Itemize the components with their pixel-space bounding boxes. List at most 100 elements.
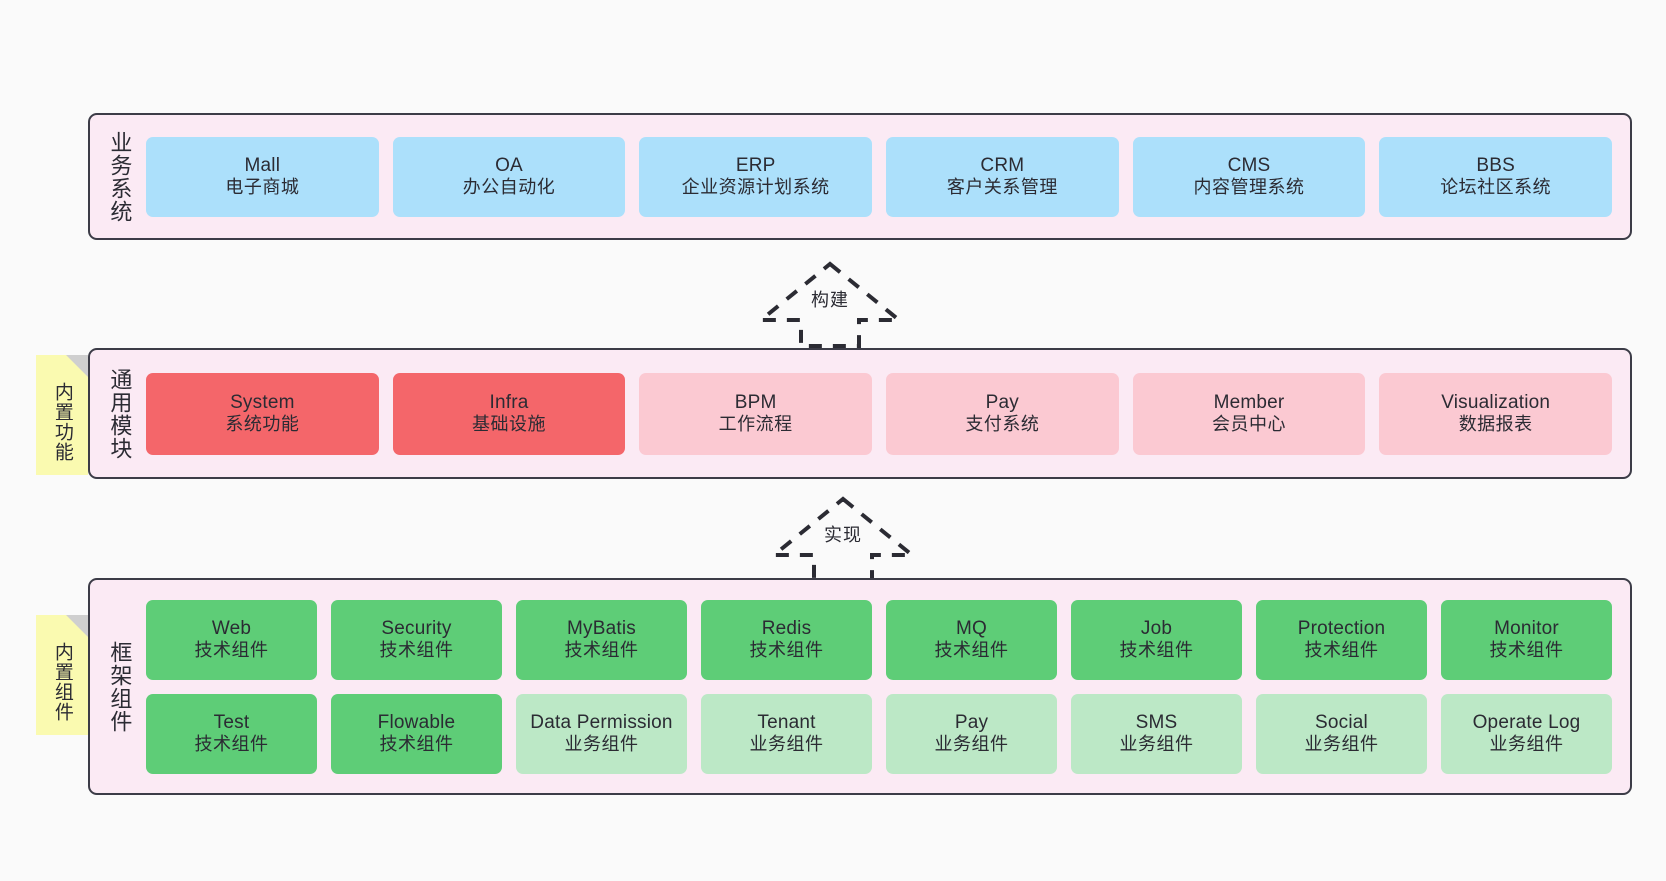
- card-title-cn: 技术组件: [379, 640, 454, 661]
- card-title-en: BPM: [734, 391, 777, 413]
- card-title-cn: 业务组件: [1304, 734, 1379, 755]
- card-operate-log[interactable]: Operate Log 业务组件: [1441, 693, 1612, 774]
- card-row: Test 技术组件 Flowable 技术组件 Data Permission …: [146, 693, 1612, 774]
- note-builtin-components: 内置组件: [36, 615, 88, 735]
- card-title-cn: 业务组件: [1119, 734, 1194, 755]
- card-sms[interactable]: SMS 业务组件: [1071, 693, 1242, 774]
- card-title-cn: 系统功能: [225, 414, 300, 435]
- card-erp[interactable]: ERP 企业资源计划系统: [639, 136, 873, 217]
- card-mall[interactable]: Mall 电子商城: [146, 136, 379, 217]
- card-title-en: Security: [381, 617, 452, 639]
- card-title-cn: 技术组件: [564, 640, 639, 661]
- card-title-en: ERP: [735, 154, 776, 176]
- card-title-cn: 客户关系管理: [946, 177, 1058, 198]
- card-title-cn: 技术组件: [1489, 640, 1564, 661]
- card-title-en: CMS: [1227, 154, 1271, 176]
- card-crm[interactable]: CRM 客户关系管理: [886, 136, 1119, 217]
- card-title-en: Data Permission: [530, 711, 673, 733]
- card-pay-component[interactable]: Pay 业务组件: [886, 693, 1057, 774]
- connector-label-implement: 实现: [824, 525, 862, 545]
- connector-implement: 实现: [768, 493, 918, 583]
- card-title-en: Pay: [954, 711, 989, 733]
- card-web[interactable]: Web 技术组件: [146, 599, 317, 680]
- card-title-cn: 会员中心: [1212, 414, 1287, 435]
- card-title-cn: 工作流程: [718, 414, 793, 435]
- card-data-permission[interactable]: Data Permission 业务组件: [516, 693, 687, 774]
- card-security[interactable]: Security 技术组件: [331, 599, 502, 680]
- note-builtin-features: 内置功能: [36, 355, 88, 475]
- card-test[interactable]: Test 技术组件: [146, 693, 317, 774]
- card-row: Mall 电子商城 OA 办公自动化 ERP 企业资源计划系统 CRM 客户关系…: [146, 136, 1613, 217]
- layer-title-business-systems: 业务系统: [107, 130, 133, 223]
- card-title-en: Monitor: [1494, 617, 1559, 639]
- card-title-en: SMS: [1135, 711, 1178, 733]
- card-redis[interactable]: Redis 技术组件: [701, 599, 872, 680]
- card-title-cn: 业务组件: [1489, 734, 1564, 755]
- card-title-cn: 技术组件: [749, 640, 824, 661]
- card-mybatis[interactable]: MyBatis 技术组件: [516, 599, 687, 680]
- card-title-en: Flowable: [377, 711, 456, 733]
- card-title-en: Test: [213, 711, 250, 733]
- card-protection[interactable]: Protection 技术组件: [1256, 599, 1427, 680]
- card-member[interactable]: Member 会员中心: [1132, 372, 1366, 455]
- card-system[interactable]: System 系统功能: [146, 372, 379, 455]
- card-title-en: MyBatis: [567, 617, 636, 639]
- card-title-cn: 技术组件: [1119, 640, 1194, 661]
- card-title-cn: 技术组件: [379, 734, 454, 755]
- card-title-en: Web: [211, 617, 252, 639]
- card-title-cn: 数据报表: [1458, 414, 1533, 435]
- card-job[interactable]: Job 技术组件: [1071, 599, 1242, 680]
- card-monitor[interactable]: Monitor 技术组件: [1441, 599, 1612, 680]
- layer-framework-components: 框架组件 Web 技术组件 Security 技术组件 MyBatis 技术组件…: [88, 578, 1632, 795]
- card-visualization[interactable]: Visualization 数据报表: [1379, 372, 1613, 455]
- card-title-cn: 技术组件: [934, 640, 1009, 661]
- card-title-cn: 业务组件: [934, 734, 1009, 755]
- note-text: 内置功能: [51, 382, 73, 462]
- card-row: System 系统功能 Infra 基础设施 BPM 工作流程 Pay 支付系统…: [146, 372, 1613, 455]
- note-fold-icon: [66, 355, 88, 377]
- card-title-en: System: [230, 391, 295, 413]
- card-title-cn: 办公自动化: [462, 177, 556, 198]
- card-tenant[interactable]: Tenant 业务组件: [701, 693, 872, 774]
- layer-business-systems: 业务系统 Mall 电子商城 OA 办公自动化 ERP 企业资源计划系统 CRM…: [88, 113, 1632, 240]
- card-cms[interactable]: CMS 内容管理系统: [1132, 136, 1366, 217]
- dashed-arrow-up-icon: [755, 261, 905, 348]
- card-title-en: BBS: [1476, 154, 1515, 176]
- card-title-cn: 企业资源计划系统: [681, 177, 830, 198]
- card-title-cn: 业务组件: [564, 734, 639, 755]
- card-infra[interactable]: Infra 基础设施: [392, 372, 626, 455]
- card-title-en: Operate Log: [1472, 711, 1581, 733]
- card-title-en: Protection: [1297, 617, 1386, 639]
- card-title-en: MQ: [955, 617, 987, 639]
- layer-title-framework-components: 框架组件: [107, 640, 133, 733]
- card-title-cn: 业务组件: [749, 734, 824, 755]
- card-title-cn: 技术组件: [1304, 640, 1379, 661]
- card-flowable[interactable]: Flowable 技术组件: [331, 693, 502, 774]
- card-title-en: CRM: [980, 154, 1025, 176]
- card-title-en: Job: [1140, 617, 1173, 639]
- card-title-cn: 支付系统: [965, 414, 1040, 435]
- card-title-cn: 基础设施: [472, 414, 546, 435]
- layer-body-common-modules: System 系统功能 Infra 基础设施 BPM 工作流程 Pay 支付系统…: [142, 350, 1630, 477]
- card-title-cn: 技术组件: [194, 734, 269, 755]
- connector-build: 构建: [755, 258, 905, 348]
- card-oa[interactable]: OA 办公自动化: [392, 136, 626, 217]
- card-social[interactable]: Social 业务组件: [1256, 693, 1427, 774]
- card-title-en: Social: [1315, 711, 1368, 733]
- card-title-en: Tenant: [757, 711, 816, 733]
- card-title-cn: 电子商城: [225, 177, 300, 198]
- card-title-en: Member: [1213, 391, 1285, 413]
- layer-body-framework-components: Web 技术组件 Security 技术组件 MyBatis 技术组件 Redi…: [142, 580, 1630, 793]
- connector-label-build: 构建: [811, 290, 849, 310]
- card-bbs[interactable]: BBS 论坛社区系统: [1379, 136, 1613, 217]
- card-title-cn: 论坛社区系统: [1440, 177, 1552, 198]
- layer-title-common-modules: 通用模块: [107, 367, 133, 460]
- card-title-cn: 技术组件: [194, 640, 269, 661]
- card-row: Web 技术组件 Security 技术组件 MyBatis 技术组件 Redi…: [146, 599, 1612, 680]
- card-pay-module[interactable]: Pay 支付系统: [886, 372, 1119, 455]
- card-title-cn: 内容管理系统: [1193, 177, 1305, 198]
- card-bpm[interactable]: BPM 工作流程: [639, 372, 873, 455]
- card-mq[interactable]: MQ 技术组件: [886, 599, 1057, 680]
- card-title-en: Visualization: [1441, 391, 1551, 413]
- layer-common-modules: 通用模块 System 系统功能 Infra 基础设施 BPM 工作流程 Pay…: [88, 348, 1632, 479]
